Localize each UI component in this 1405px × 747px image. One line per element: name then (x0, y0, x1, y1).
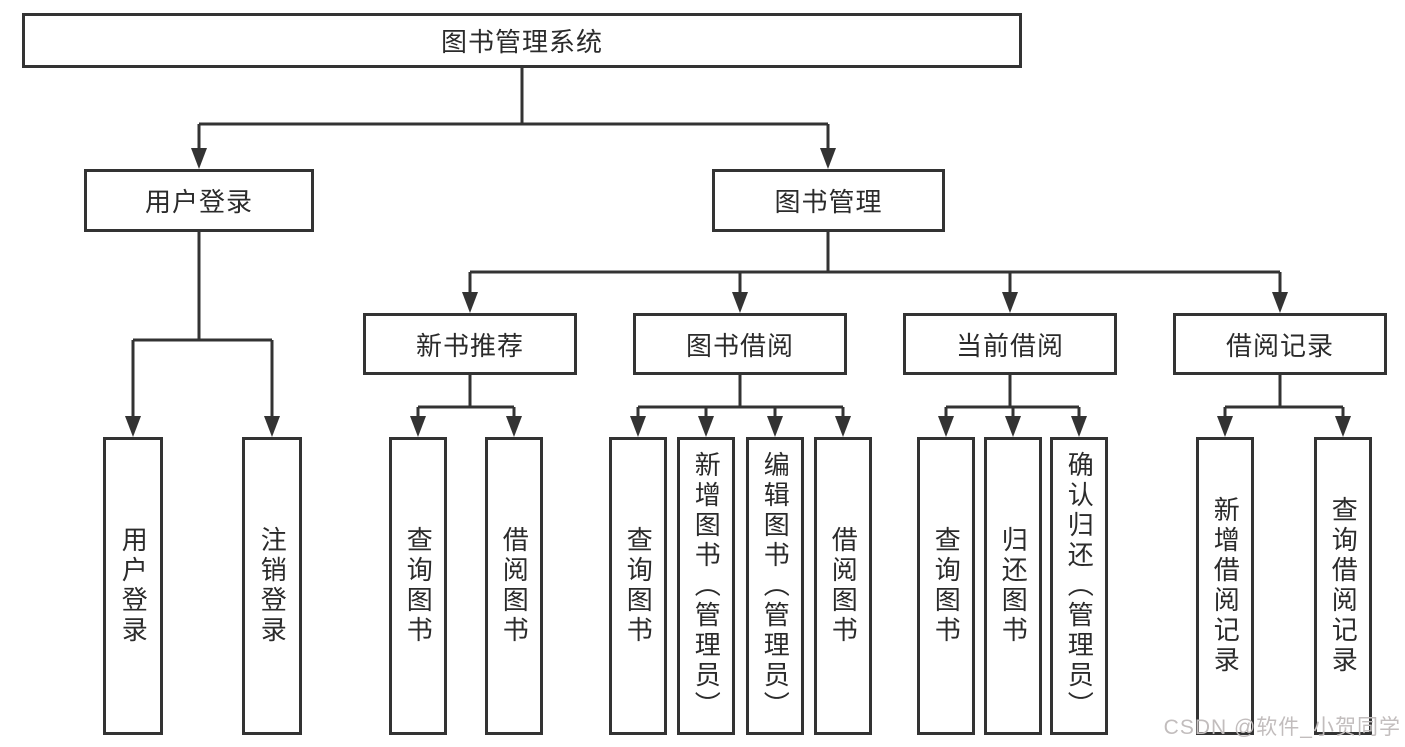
leaf-query-books-borrow: 查询图书 (609, 437, 667, 735)
node-current-borrow: 当前借阅 (903, 313, 1117, 375)
node-book-borrow: 图书借阅 (633, 313, 847, 375)
leaf-logout: 注销登录 (242, 437, 302, 735)
leaf-edit-books-admin: 编辑图书（管理员） (746, 437, 804, 735)
node-borrow-records: 借阅记录 (1173, 313, 1387, 375)
leaf-borrow-books: 借阅图书 (814, 437, 872, 735)
node-system-root: 图书管理系统 (22, 13, 1022, 68)
leaf-query-books-current: 查询图书 (917, 437, 975, 735)
leaf-confirm-return-admin: 确认归还（管理员） (1050, 437, 1108, 735)
node-book-management: 图书管理 (712, 169, 945, 232)
leaf-user-login: 用户登录 (103, 437, 163, 735)
arrowheads (125, 148, 1351, 437)
node-new-book-recommend: 新书推荐 (363, 313, 577, 375)
leaf-add-borrow-record: 新增借阅记录 (1196, 437, 1254, 735)
node-user-login: 用户登录 (84, 169, 314, 232)
csdn-watermark: CSDN @软件_小贺同学 (1163, 716, 1401, 739)
leaf-query-borrow-record: 查询借阅记录 (1314, 437, 1372, 735)
leaf-query-books-recommend: 查询图书 (389, 437, 447, 735)
leaf-return-books: 归还图书 (984, 437, 1042, 735)
leaf-add-books-admin: 新增图书（管理员） (677, 437, 735, 735)
leaf-borrow-books-recommend: 借阅图书 (485, 437, 543, 735)
